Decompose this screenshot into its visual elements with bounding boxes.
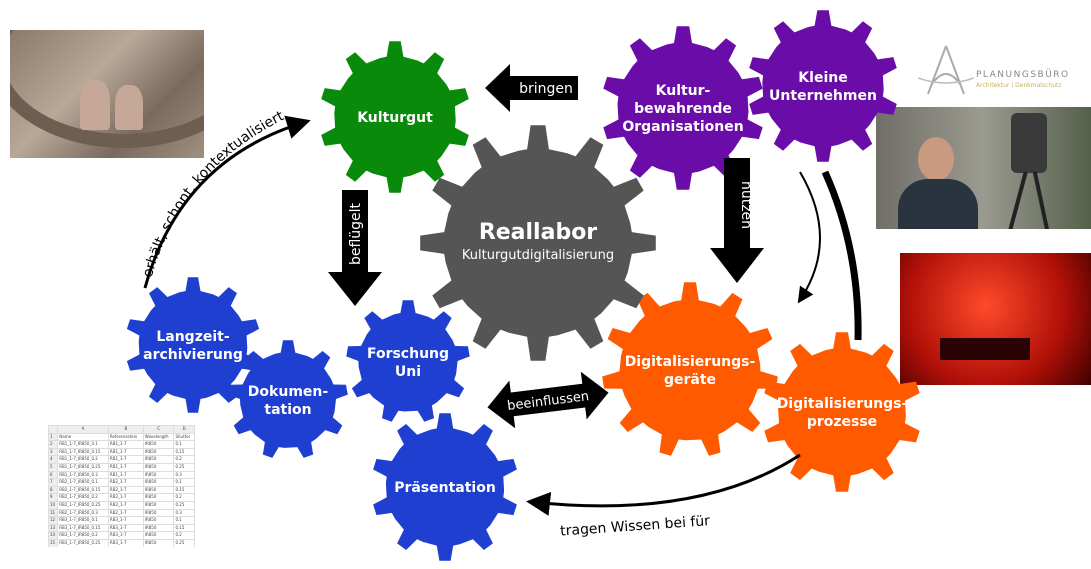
gear-langzeit: Langzeit-archivierung	[126, 277, 260, 413]
befluegelt-arrow: beflügelt	[328, 190, 382, 306]
gear-shape	[373, 413, 517, 561]
gear-shape	[228, 340, 348, 458]
gear-label: bewahrende	[634, 101, 732, 117]
svg-text:nutzen: nutzen	[738, 181, 754, 229]
gear-shape	[749, 10, 897, 162]
gear-label: geräte	[664, 372, 716, 388]
svg-text:bringen: bringen	[519, 81, 573, 97]
gear-label: Digitalisierungs-	[777, 396, 908, 412]
gear-geraete: Digitalisierungs-geräte	[602, 282, 778, 456]
gear-label: Kleine	[798, 70, 847, 86]
erhaelt-arrow	[143, 115, 311, 289]
gear-shape	[420, 125, 656, 361]
gear-label: Forschung	[367, 346, 449, 362]
erhaelt-label: erhält, schont, kontextualisiert	[140, 108, 287, 279]
fresco-photo	[10, 30, 204, 158]
scanner-operator-photo	[876, 107, 1091, 229]
gear-shape	[764, 332, 920, 492]
compass-icon	[917, 45, 975, 95]
unternehmen-line	[821, 170, 862, 341]
logo-name: PLANUNGSBÜRO	[976, 70, 1070, 80]
gear-shape	[126, 277, 260, 413]
gear-label: prozesse	[807, 414, 877, 430]
gear-label: Präsentation	[394, 480, 496, 496]
planungsbuero-logo: PLANUNGSBÜRO Architektur | Denkmalschutz	[917, 42, 1088, 98]
gear-shape	[321, 41, 469, 193]
red-lab-photo	[900, 253, 1091, 385]
gear-dokumentation: Dokumen-tation	[228, 340, 348, 458]
gear-kulturgut: Kulturgut	[321, 41, 469, 193]
gear-label: Uni	[395, 364, 421, 380]
tragen-arrow	[526, 453, 801, 516]
unternehmen-arrow	[797, 171, 821, 304]
gear-shape	[603, 26, 763, 190]
gear-label: tation	[264, 402, 311, 418]
gear-label: Langzeit-	[156, 329, 229, 345]
gear-label: Digitalisierungs-	[625, 354, 756, 370]
gear-label: archivierung	[143, 347, 243, 363]
gear-label: Organisationen	[622, 119, 743, 135]
beeinflussen-arrow: beeinflussen	[487, 371, 609, 429]
gear-prozesse: Digitalisierungs-prozesse	[764, 332, 920, 492]
gear-label: Kultur-	[656, 83, 711, 99]
gear-label: Dokumen-	[248, 384, 329, 400]
tragen-label: tragen Wissen bei für	[560, 513, 711, 539]
gear-shape	[602, 282, 778, 456]
gear-label: Reallabor	[479, 220, 597, 245]
gear-shape	[346, 300, 470, 422]
gear-label: Unternehmen	[769, 88, 877, 104]
bringen-arrow: bringen	[485, 64, 578, 112]
svg-text:beflügelt: beflügelt	[348, 202, 364, 265]
gear-label: Kulturgutdigitalisierung	[462, 248, 614, 263]
logo-tagline: Architektur | Denkmalschutz	[976, 82, 1062, 89]
nutzen-arrow: nutzen	[710, 158, 764, 283]
gear-praesentation: Präsentation	[373, 413, 517, 561]
gear-label: Kulturgut	[357, 110, 433, 126]
